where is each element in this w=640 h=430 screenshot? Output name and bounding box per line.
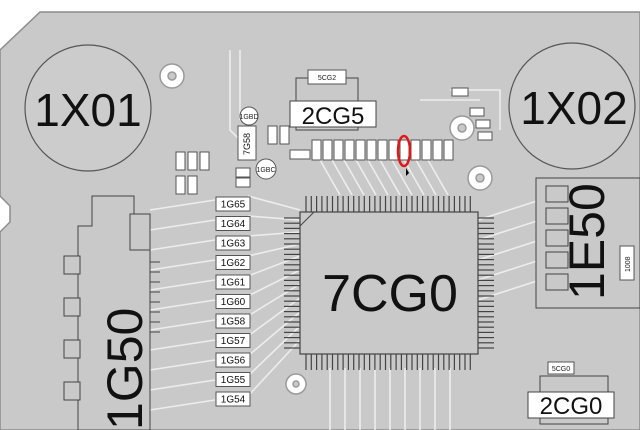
- resistor-label: 1G65: [221, 200, 246, 211]
- ic-2cg0: 2CG0: [527, 375, 615, 425]
- resistor-1g58: 1G58: [215, 313, 251, 329]
- connector-1e50-label: 1E50: [559, 183, 615, 300]
- resistor-1g61: 1G61: [215, 274, 251, 290]
- resistor-label: 1G62: [221, 258, 246, 269]
- resistor-1g55: 1G55: [215, 372, 251, 387]
- resistor-label: 1G57: [221, 336, 246, 347]
- resistor-1g57: 1G57: [215, 333, 251, 348]
- highlight-marker: [396, 134, 412, 168]
- resistor-label: 1G63: [221, 239, 246, 250]
- resistor-label: 1G55: [221, 375, 246, 386]
- ic-7cg0: 7CG0: [284, 196, 494, 370]
- resistor-1g54: 1G54: [215, 391, 251, 407]
- part-5cg0-label: 5CG0: [552, 366, 570, 373]
- part-7g58: 7G58: [237, 125, 257, 161]
- resistor-1g62: 1G62: [215, 255, 251, 270]
- resistor-label: 1G61: [221, 278, 246, 289]
- hole-1x01-label: 1X01: [34, 84, 141, 136]
- trace-layer: [149, 50, 541, 430]
- ic-2cg5: 2CG5: [289, 77, 377, 131]
- part-1gbc: 1GBC: [255, 158, 277, 180]
- resistor-1g60: 1G60: [215, 294, 251, 309]
- resistor-1g65: 1G65: [215, 196, 251, 212]
- misc-small-parts: [175, 125, 290, 195]
- resistor-label: 1G54: [221, 395, 246, 406]
- resistor-1g64: 1G64: [215, 216, 251, 231]
- resistor-array: 1G65 1G64 1G63 1G62 1G61 1G60 1G58 1G57 1G56 1G55…: [215, 196, 251, 407]
- ic-2cg0-label: 2CG0: [540, 393, 603, 420]
- connector-1g50: 1G50: [63, 195, 160, 430]
- mounting-hole-1x01: 1X01: [24, 44, 152, 172]
- part-5cg2-label: 5CG2: [318, 75, 336, 82]
- ic-2cg5-label: 2CG5: [302, 103, 365, 130]
- resistor-label: 1G60: [221, 297, 246, 308]
- connector-1e50: 1E50: [535, 177, 640, 309]
- resistor-1g56: 1G56: [215, 352, 251, 368]
- part-5cg0: 5CG0: [547, 361, 575, 375]
- part-7g58-label: 7G58: [242, 133, 252, 155]
- resistor-1g63: 1G63: [215, 235, 251, 251]
- mounting-hole-1x02: 1X02: [508, 42, 636, 170]
- part-1gbd: 1GBD: [239, 106, 259, 126]
- resistor-label: 1G64: [221, 219, 246, 230]
- hole-1x02-label: 1X02: [520, 82, 627, 134]
- connector-1g50-label: 1G50: [97, 308, 153, 430]
- resistor-label: 1G58: [221, 317, 246, 328]
- part-1gbd-label: 1GBD: [239, 114, 258, 121]
- part-5cg2: 5CG2: [307, 69, 347, 85]
- cursor-arrow-icon: [406, 168, 409, 176]
- resistor-row-top: [289, 87, 493, 161]
- ic-7cg0-label: 7CG0: [322, 265, 458, 323]
- part-1008: 1008: [619, 245, 635, 281]
- resistor-label: 1G56: [221, 356, 246, 367]
- part-1gbc-label: 1GBC: [256, 167, 275, 174]
- part-1008-label: 1008: [625, 256, 632, 272]
